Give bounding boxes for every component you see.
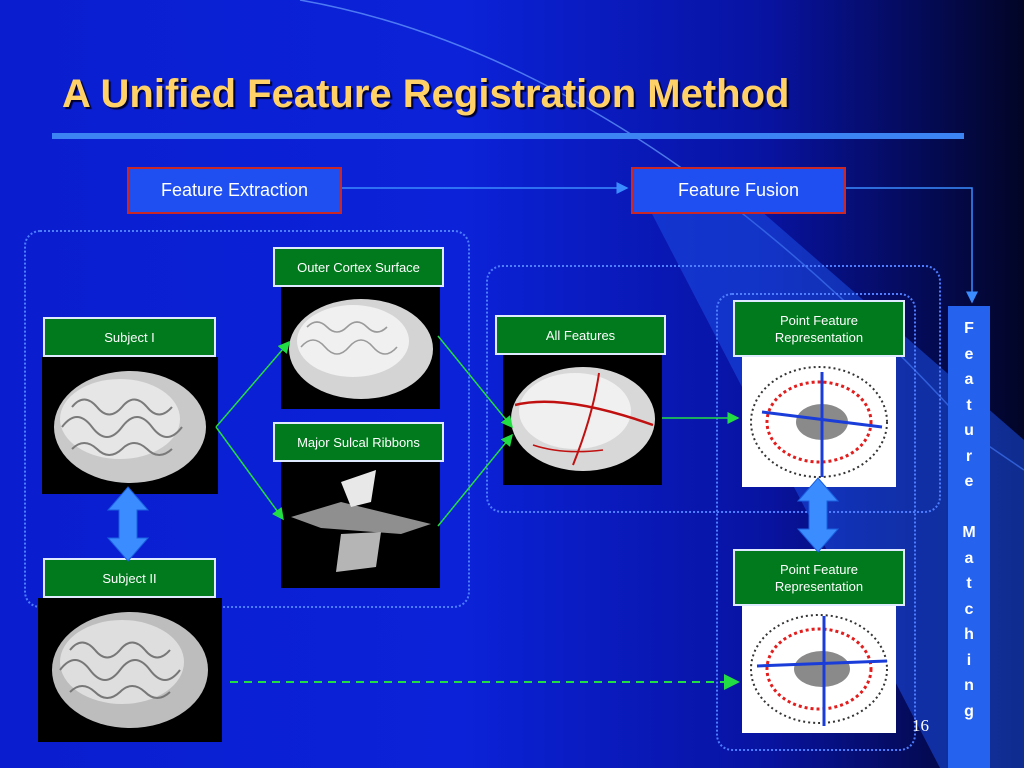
feature-matching-letter: M xyxy=(962,524,976,541)
subject-1-label: Subject I xyxy=(104,329,155,345)
point-feature-1-image xyxy=(742,357,896,487)
feature-matching-letter: u xyxy=(964,422,974,439)
all-features-image xyxy=(503,355,662,485)
feature-matching-bar xyxy=(948,306,990,768)
feature-fusion-label: Feature Fusion xyxy=(677,180,800,200)
extraction-group xyxy=(24,230,470,608)
feature-matching-letter: a xyxy=(964,549,974,567)
feature-matching-letter: e xyxy=(964,473,974,490)
feature-matching-letter: t xyxy=(966,575,972,592)
point-feature-2-label: Point Feature Representation xyxy=(774,561,864,594)
outer-cortex-image xyxy=(281,287,440,409)
sulcal-ribbons-image xyxy=(281,462,440,588)
outer-cortex-label-box: Outer Cortex Surface xyxy=(273,247,444,287)
subject-2-brain-image xyxy=(38,598,222,742)
feature-matching-letter: F xyxy=(964,320,974,337)
feature-matching-letter: c xyxy=(964,600,974,618)
feature-matching-letter: t xyxy=(966,396,972,414)
page-number: 16 xyxy=(912,716,929,735)
sulcal-ribbons-label-box: Major Sulcal Ribbons xyxy=(273,422,444,462)
feature-fusion-box[interactable]: Feature Fusion xyxy=(631,167,846,214)
feature-extraction-label: Feature Extraction xyxy=(160,180,309,200)
cortex-to-allfeatures-arrow xyxy=(437,335,513,429)
title-underline xyxy=(52,133,964,139)
all-features-label-box: All Features xyxy=(495,315,666,355)
feature-matching-letter: h xyxy=(964,626,974,643)
all-features-label: All Features xyxy=(545,327,616,343)
point-feature-1-label: Point Feature Representation xyxy=(774,312,864,345)
point-feature-2-image xyxy=(742,606,896,733)
point-double-arrow xyxy=(796,477,840,553)
sulcal-ribbons-label: Major Sulcal Ribbons xyxy=(297,434,420,450)
fusion-to-matching-arrow xyxy=(846,187,978,304)
subject-1-brain-image xyxy=(42,357,218,494)
feature-matching-letter: e xyxy=(964,345,974,363)
outer-cortex-label: Outer Cortex Surface xyxy=(297,259,420,275)
subject1-to-cortex-arrow xyxy=(215,340,290,428)
feature-matching-letter: a xyxy=(964,371,974,388)
matching-group xyxy=(716,293,916,751)
subject-1-label-box: Subject I xyxy=(43,317,216,357)
subject-2-label: Subject II xyxy=(102,570,157,586)
subject1-to-sulcal-arrow xyxy=(215,426,284,521)
subject-double-arrow xyxy=(106,486,150,562)
fusion-group xyxy=(486,265,941,513)
sulcal-to-allfeatures-arrow xyxy=(437,433,513,527)
feature-matching-letter: g xyxy=(964,702,974,720)
point-feature-1-label-box: Point Feature Representation xyxy=(733,300,905,357)
point-feature-2-label-box: Point Feature Representation xyxy=(733,549,905,606)
feature-extraction-box[interactable]: Feature Extraction xyxy=(127,167,342,214)
feature-matching-letter: n xyxy=(964,677,974,694)
feature-matching-letter: i xyxy=(966,651,972,669)
slide-title: A Unified Feature Registration Method xyxy=(62,72,790,116)
feature-matching-letter: r xyxy=(965,447,973,465)
